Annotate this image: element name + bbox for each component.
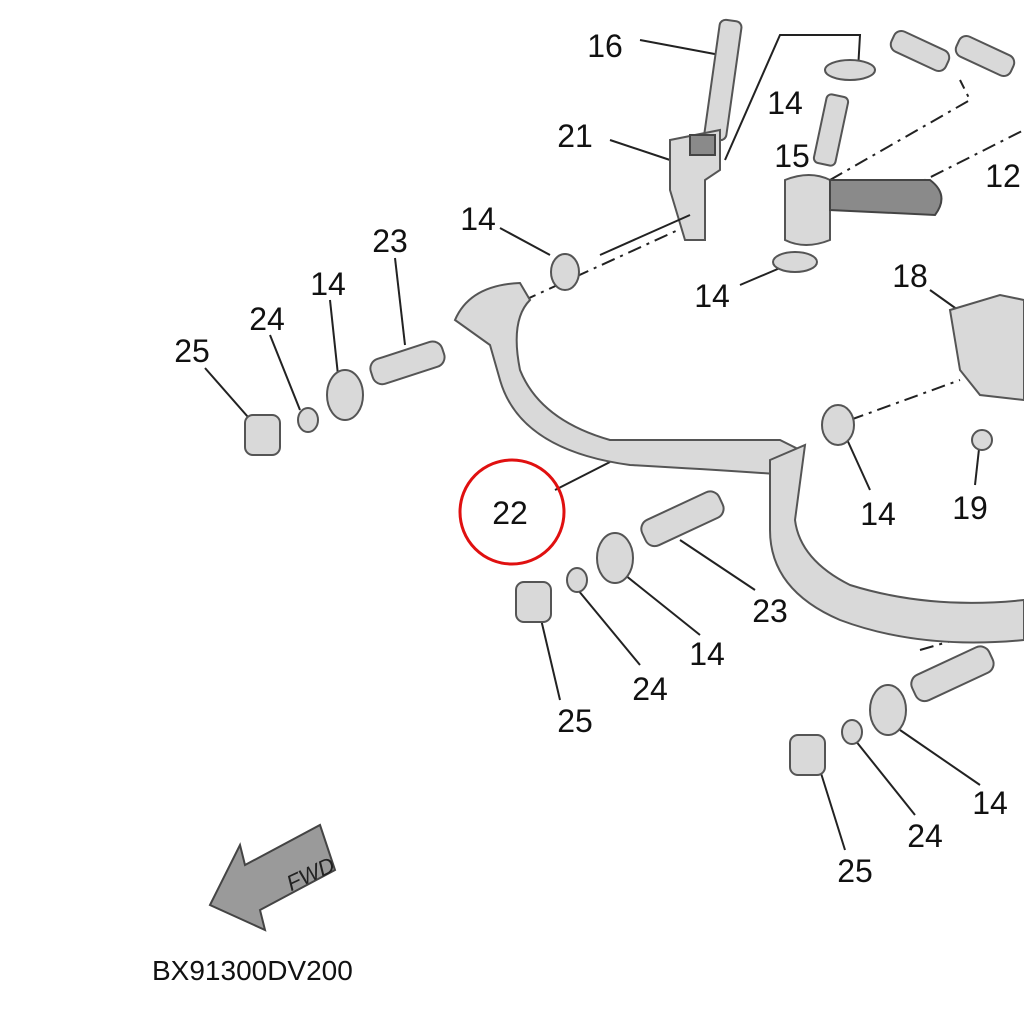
callout-24: 24	[249, 301, 285, 337]
diagram-code: BX91300DV200	[152, 955, 353, 986]
callout-14: 14	[860, 496, 896, 532]
callout-23: 23	[372, 223, 408, 259]
fwd-arrow-icon: FWD	[208, 823, 339, 932]
callout-25: 25	[837, 853, 873, 889]
callout-24: 24	[632, 671, 668, 707]
callout-25: 25	[174, 333, 210, 369]
callout-16: 16	[587, 28, 623, 64]
callout-14: 14	[460, 201, 496, 237]
callout-23: 23	[752, 593, 788, 629]
callout-22: 22	[492, 495, 528, 531]
callout-14: 14	[694, 278, 730, 314]
parts	[244, 18, 1024, 776]
callout-24: 24	[907, 818, 943, 854]
callout-14: 14	[767, 85, 803, 121]
highlight-circle	[458, 458, 566, 566]
callout-19: 19	[952, 490, 988, 526]
callout-14: 14	[310, 266, 346, 302]
callout-12: 12	[985, 158, 1021, 194]
upper-arm-part-22	[453, 281, 802, 477]
callout-21: 21	[557, 118, 593, 154]
callout-15: 15	[774, 138, 810, 174]
callout-25: 25	[557, 703, 593, 739]
callout-14: 14	[689, 636, 725, 672]
callout-14: 14	[972, 785, 1008, 821]
callout-labels: 16 14 21 15 12 14 23 14 24 25 14 18 22 1…	[174, 28, 1021, 889]
callout-18: 18	[892, 258, 928, 294]
